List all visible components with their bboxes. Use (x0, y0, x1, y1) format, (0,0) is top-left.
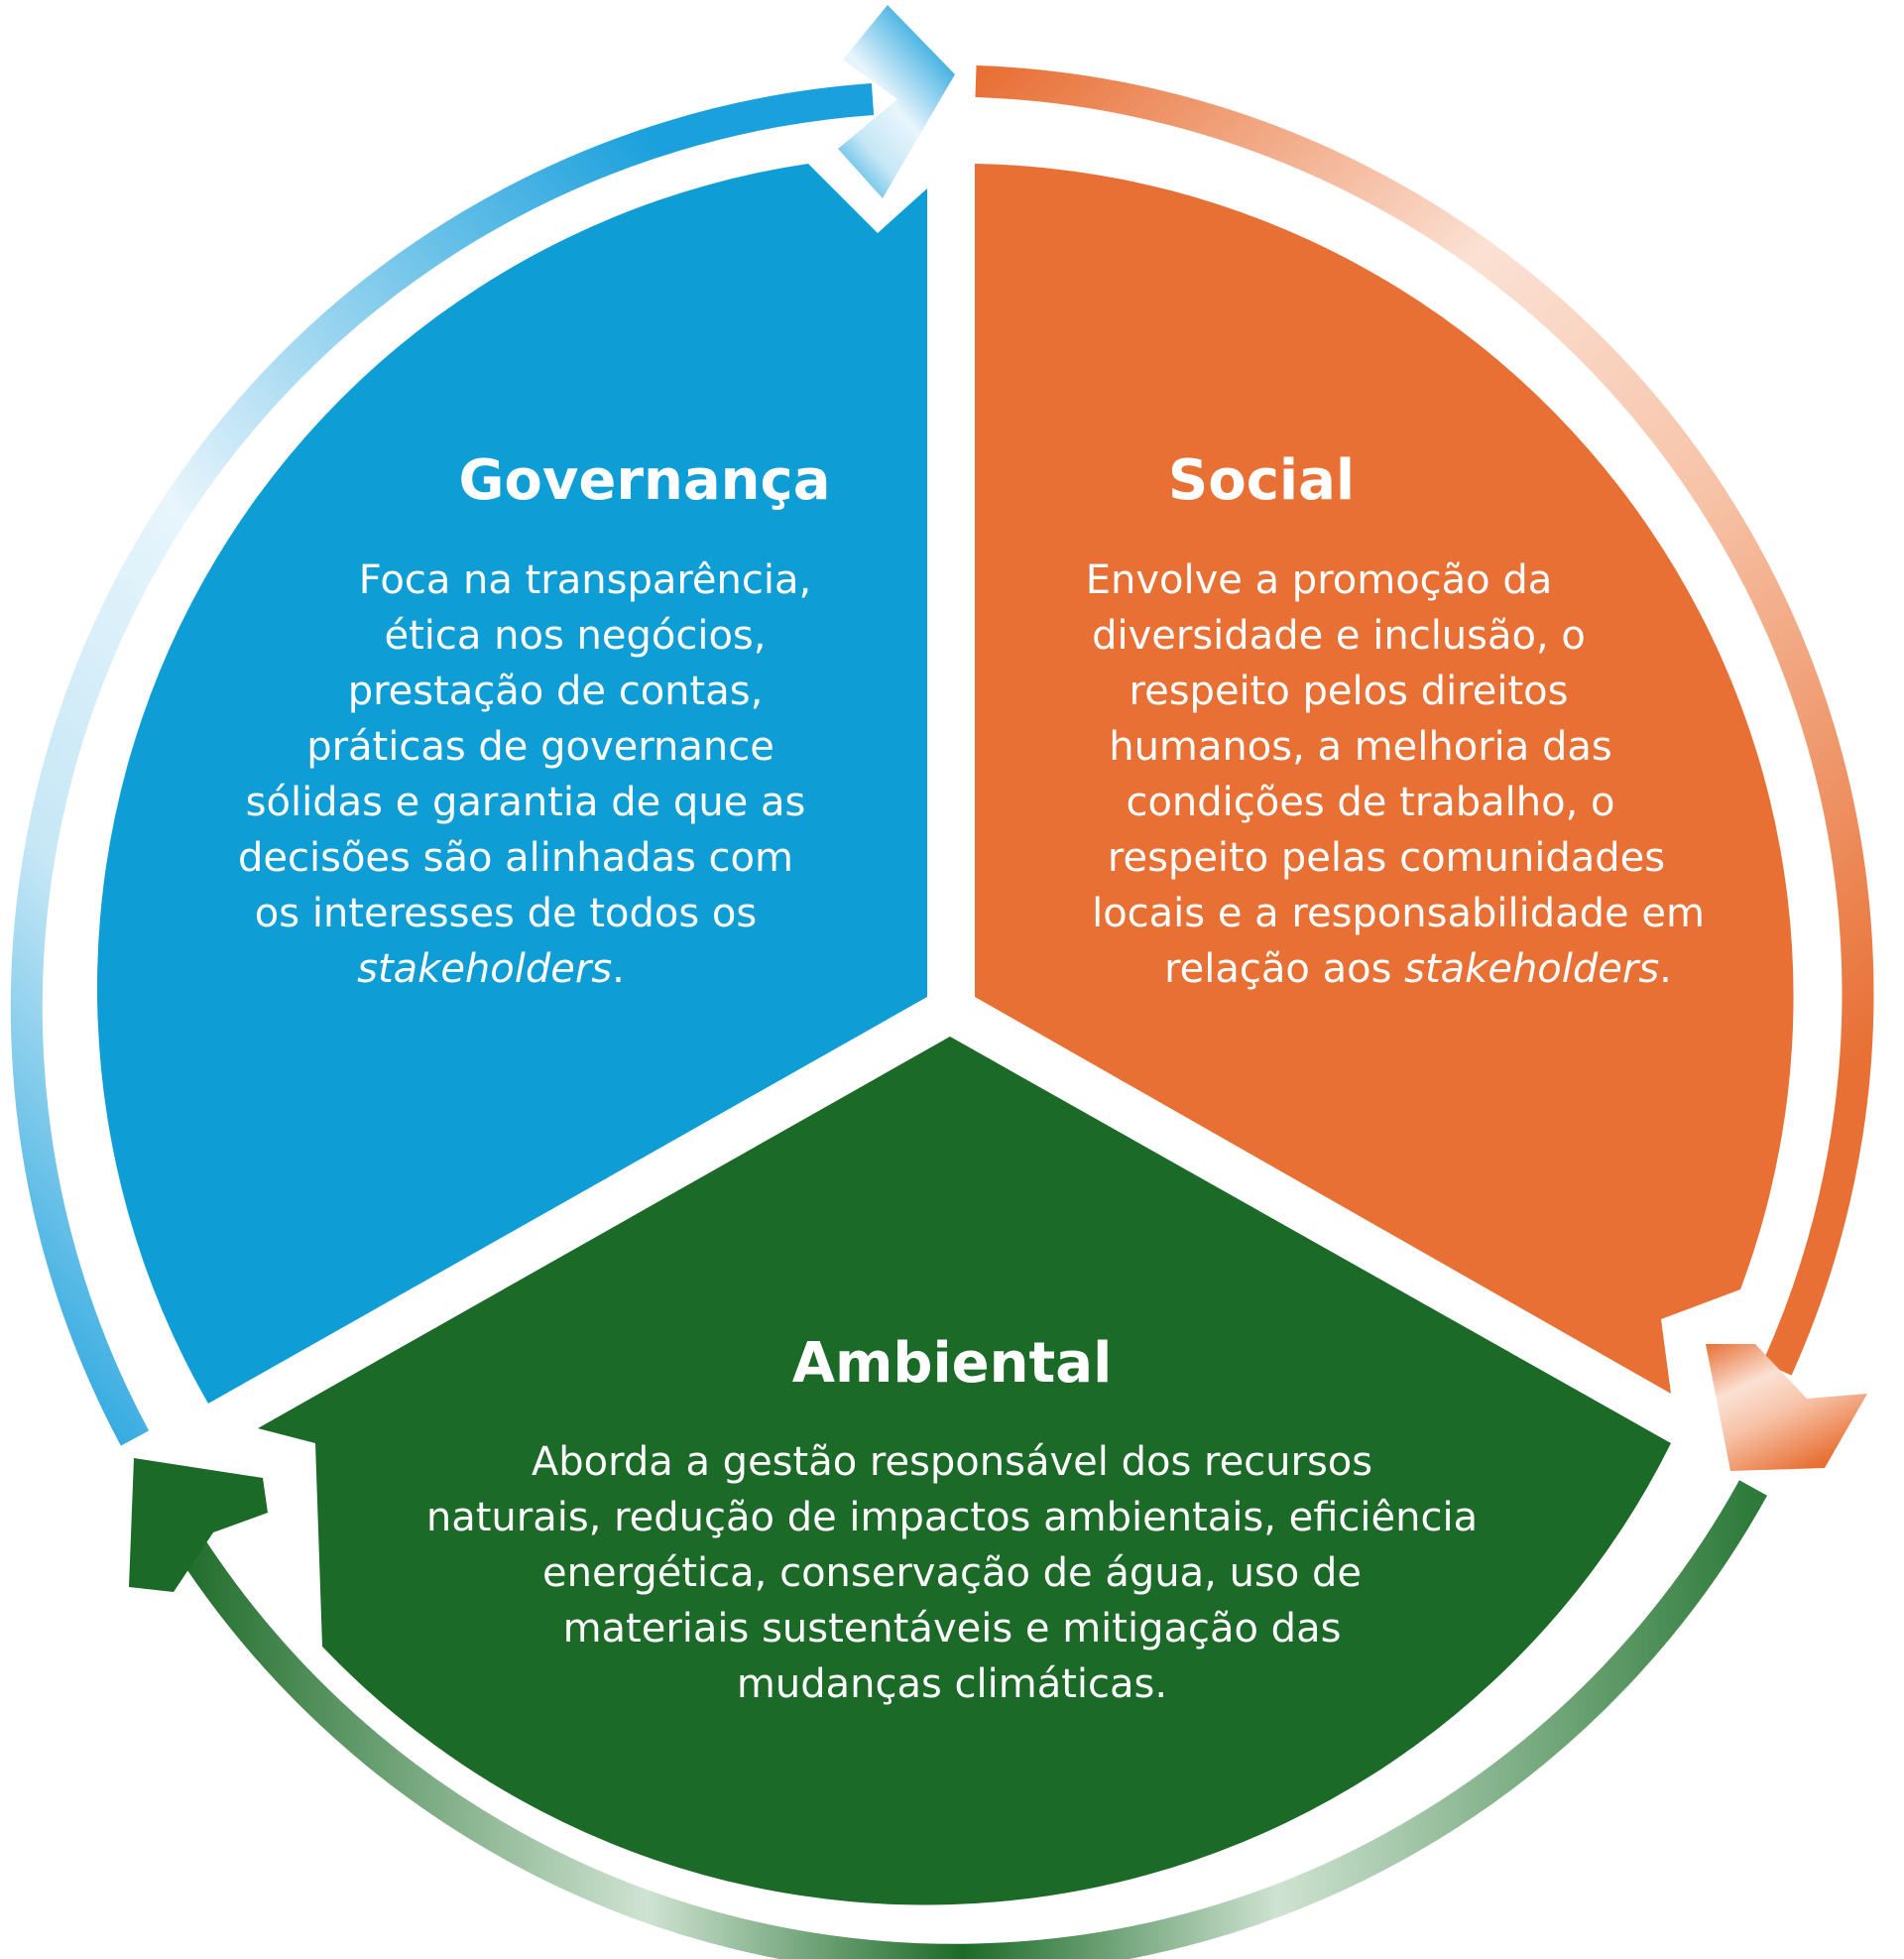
social-period: . (1659, 946, 1672, 992)
governanca-line-6: decisões são alinhadas com (238, 835, 793, 881)
governanca-line-4: práticas de governance (306, 724, 774, 770)
governanca-text: Governança Foca na transparência, ética … (238, 448, 831, 992)
ambiental-line-2: naturais, redução de impactos ambientais… (426, 1495, 1478, 1540)
segment-governanca (97, 164, 927, 1404)
social-last-lead: relação aos (1164, 946, 1404, 992)
arrow-green-track (159, 1480, 1768, 1959)
social-line-6: respeito pelas comunidades (1108, 835, 1665, 881)
social-line-2: diversidade e inclusão, o (1092, 613, 1586, 659)
governanca-title: Governança (458, 448, 830, 513)
ambiental-line-4: materiais sustentáveis e mitigação das (563, 1606, 1342, 1652)
governanca-line-3: prestação de contas, (348, 669, 764, 714)
segment-social (975, 164, 1794, 1394)
governanca-line-1: Foca na transparência, (359, 557, 811, 603)
ambiental-line-3: energética, conservação de água, uso de (542, 1550, 1362, 1596)
social-text: Social Envolve a promoção da diversidade… (1086, 448, 1705, 992)
ambiental-line-5: mudanças climáticas. (737, 1661, 1167, 1707)
social-stakeholders: stakeholders (1404, 946, 1659, 992)
ambiental-text: Ambiental Aborda a gestão responsável do… (426, 1331, 1478, 1707)
governanca-period: . (612, 946, 625, 992)
segments (97, 164, 1794, 1905)
social-line-1: Envolve a promoção da (1086, 557, 1553, 603)
social-line-5: condições de trabalho, o (1126, 780, 1614, 825)
social-title: Social (1168, 448, 1355, 513)
governanca-line-7: os interesses de todos os (255, 891, 757, 936)
arrow-green-head-icon (129, 1458, 268, 1592)
governanca-line-2: ética nos negócios, (385, 613, 767, 659)
social-line-8: relação aos stakeholders. (1164, 946, 1672, 992)
social-line-7: locais e a responsabilidade em (1092, 891, 1705, 936)
social-line-3: respeito pelos direitos (1130, 669, 1569, 714)
ambiental-line-1: Aborda a gestão responsável dos recursos (532, 1439, 1372, 1485)
governanca-line-5: sólidas e garantia de que as (246, 780, 806, 825)
arrow-orange-head-icon (1706, 1344, 1867, 1471)
governanca-stakeholders: stakeholders (357, 946, 612, 992)
segment-ambiental (258, 1037, 1671, 1905)
ambiental-title: Ambiental (792, 1331, 1113, 1396)
arrow-orange-track (975, 65, 1874, 1376)
arrow-blue-head-icon (838, 5, 955, 198)
arrow-blue-track (10, 83, 875, 1446)
social-line-4: humanos, a melhoria das (1109, 724, 1612, 770)
cycle-arrows (10, 5, 1874, 1959)
governanca-line-8: stakeholders. (357, 946, 625, 992)
